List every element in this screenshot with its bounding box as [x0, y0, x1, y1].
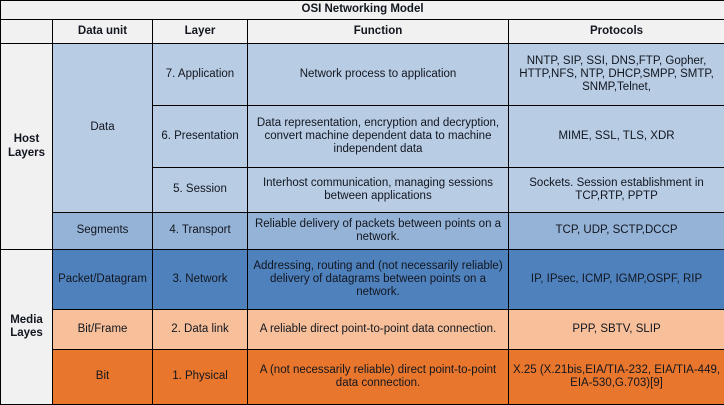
protocols-physical: X.25 (X.21bis,EIA/TIA-232, EIA/TIA-449, … — [509, 350, 724, 405]
table-row-application: Host Layers Data 7. Application Network … — [1, 44, 724, 106]
title-row: OSI Networking Model — [1, 1, 724, 20]
layer-name-physical: 1. Physical — [153, 350, 248, 405]
layer-name-transport: 4. Transport — [153, 213, 248, 250]
header-row: Data unit Layer Function Protocols — [1, 20, 724, 44]
table-row-network: Media Layes Packet/Datagram 3. Network A… — [1, 250, 724, 310]
group-label-host-layers: Host Layers — [1, 44, 53, 250]
table-row-data-link: Bit/Frame 2. Data link A reliable direct… — [1, 310, 724, 350]
data-unit-data: Data — [53, 44, 153, 213]
protocols-presentation: MIME, SSL, TLS, XDR — [509, 106, 724, 168]
protocols-session: Sockets. Session establishment in TCP,RT… — [509, 168, 724, 213]
layer-name-session: 5. Session — [153, 168, 248, 213]
function-session: Interhost communication, managing sessio… — [248, 168, 509, 213]
layer-name-presentation: 6. Presentation — [153, 106, 248, 168]
data-unit-bit: Bit — [53, 350, 153, 405]
protocols-transport: TCP, UDP, SCTP,DCCP — [509, 213, 724, 250]
group-label-media-layers: Media Layes — [1, 250, 53, 405]
function-presentation: Data representation, encryption and decr… — [248, 106, 509, 168]
function-data-link: A reliable direct point-to-point data co… — [248, 310, 509, 350]
column-header-data-unit: Data unit — [53, 20, 153, 44]
function-physical: A (not necessarily reliable) direct poin… — [248, 350, 509, 405]
column-header-protocols: Protocols — [509, 20, 724, 44]
layer-name-application: 7. Application — [153, 44, 248, 106]
table-row-transport: Segments 4. Transport Reliable delivery … — [1, 213, 724, 250]
page-title: OSI Networking Model — [1, 1, 724, 20]
protocols-application: NNTP, SIP, SSI, DNS,FTP, Gopher, HTTP,NF… — [509, 44, 724, 106]
data-unit-packet-datagram: Packet/Datagram — [53, 250, 153, 310]
column-header-function: Function — [248, 20, 509, 44]
function-network: Addressing, routing and (not necessarily… — [248, 250, 509, 310]
column-header-group — [1, 20, 53, 44]
data-unit-bit-frame: Bit/Frame — [53, 310, 153, 350]
function-application: Network process to application — [248, 44, 509, 106]
protocols-data-link: PPP, SBTV, SLIP — [509, 310, 724, 350]
function-transport: Reliable delivery of packets between poi… — [248, 213, 509, 250]
layer-name-network: 3. Network — [153, 250, 248, 310]
table-row-physical: Bit 1. Physical A (not necessarily relia… — [1, 350, 724, 405]
protocols-network: IP, IPsec, ICMP, IGMP,OSPF, RIP — [509, 250, 724, 310]
column-header-layer: Layer — [153, 20, 248, 44]
data-unit-segments: Segments — [53, 213, 153, 250]
layer-name-data-link: 2. Data link — [153, 310, 248, 350]
